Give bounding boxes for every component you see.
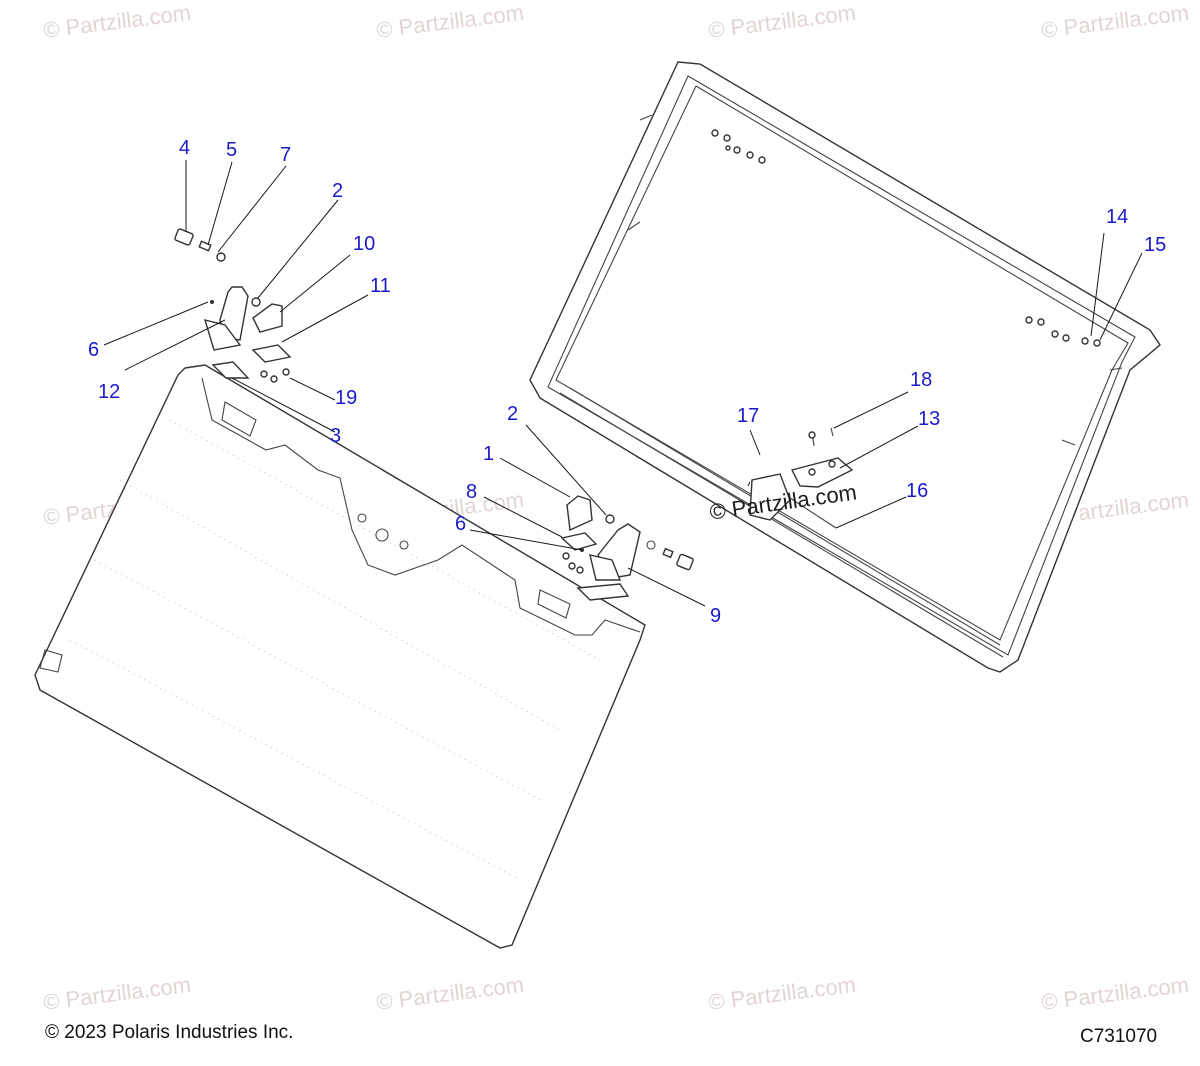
frame-hardware bbox=[711, 129, 1143, 347]
windshield-glass bbox=[34, 364, 646, 949]
callout-12: 12 bbox=[98, 381, 121, 403]
diagram-code: C731070 bbox=[1080, 1026, 1158, 1047]
callout-9: 9 bbox=[710, 605, 722, 627]
callout-11: 11 bbox=[370, 275, 391, 297]
callout-6: 6 bbox=[88, 339, 100, 361]
center-bracket bbox=[747, 391, 919, 529]
callout-3: 3 bbox=[330, 425, 342, 447]
window-frame bbox=[529, 61, 1161, 673]
callout-5: 5 bbox=[226, 139, 238, 161]
callout-16: 16 bbox=[906, 480, 929, 502]
callout-18: 18 bbox=[910, 369, 933, 391]
callout-14: 14 bbox=[1106, 206, 1129, 228]
callout-10: 10 bbox=[353, 233, 376, 255]
callout-6: 6 bbox=[455, 513, 467, 535]
callout-8: 8 bbox=[466, 481, 478, 503]
left-hinge bbox=[103, 160, 369, 433]
callout-2: 2 bbox=[507, 403, 519, 425]
right-hinge bbox=[469, 424, 706, 607]
callout-7: 7 bbox=[280, 144, 292, 166]
copyright-text: © 2023 Polaris Industries Inc. bbox=[45, 1022, 294, 1043]
callout-2: 2 bbox=[332, 180, 344, 202]
callout-1: 1 bbox=[483, 443, 495, 465]
callout-13: 13 bbox=[918, 408, 941, 430]
callout-4: 4 bbox=[179, 137, 191, 159]
callout-17: 17 bbox=[737, 405, 760, 427]
callout-15: 15 bbox=[1144, 234, 1167, 256]
callout-19: 19 bbox=[335, 387, 358, 409]
